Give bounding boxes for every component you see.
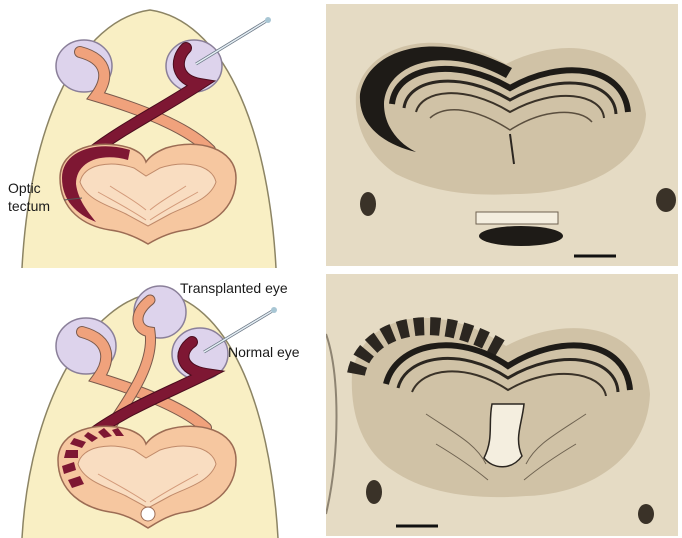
micrograph-transplanted [326,274,678,536]
tectum-label: tectum [8,198,50,215]
diagram-transplanted-svg [0,270,330,538]
diagram-normal-svg [0,0,310,268]
micrograph-transplanted-svg [326,274,678,536]
normal-eye-label: Normal eye [228,344,300,361]
micrograph-normal-svg [326,4,678,266]
injection-pipette-icon [196,17,271,64]
micrograph-normal [326,4,678,266]
optic-label: Optic [8,180,41,197]
transplanted-eye-label: Transplanted eye [180,280,288,297]
tectum-ventricle [141,507,155,521]
diagram-normal: Optic tectum [0,0,310,268]
diagram-transplanted: Transplanted eye Normal eye [0,270,330,538]
